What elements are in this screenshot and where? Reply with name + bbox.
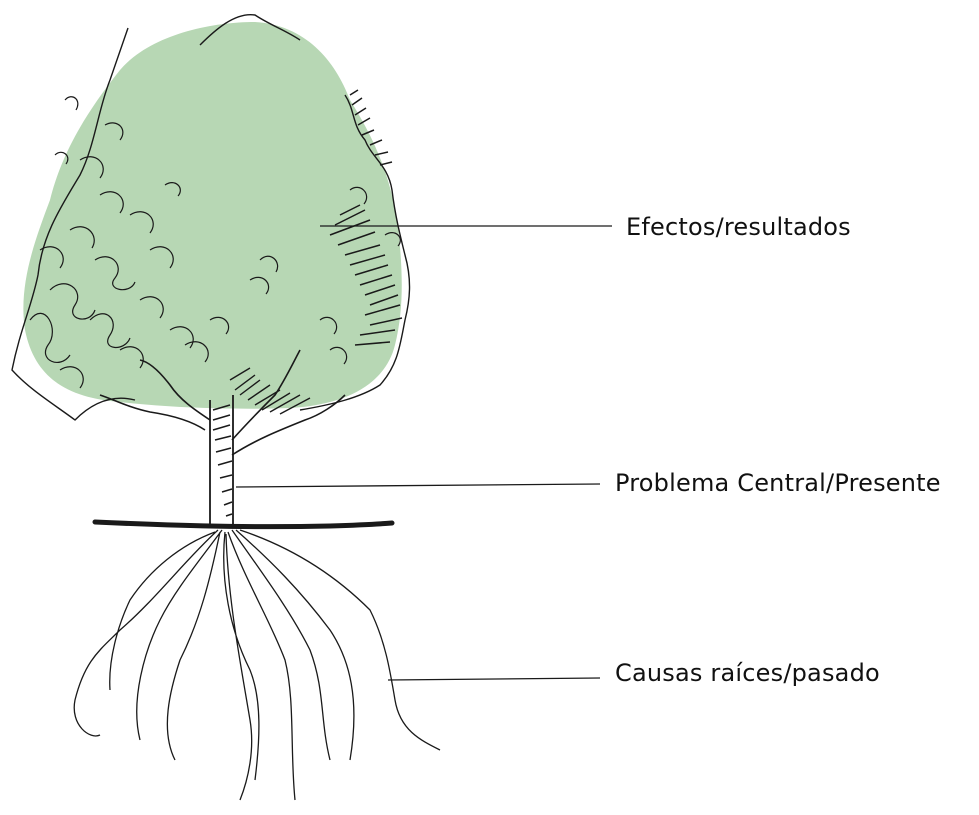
leader-problem [236,484,600,487]
label-effects: Efectos/resultados [626,213,851,241]
label-root-causes: Causas raíces/pasado [615,659,880,687]
label-central-problem: Problema Central/Presente [615,469,941,497]
tree-trunk [210,395,233,525]
trunk-shading [213,405,232,516]
root-lines [74,530,440,800]
ground-line [95,522,392,527]
leader-causes [388,678,600,680]
tree-canopy [12,15,410,420]
tree-roots [74,530,440,800]
